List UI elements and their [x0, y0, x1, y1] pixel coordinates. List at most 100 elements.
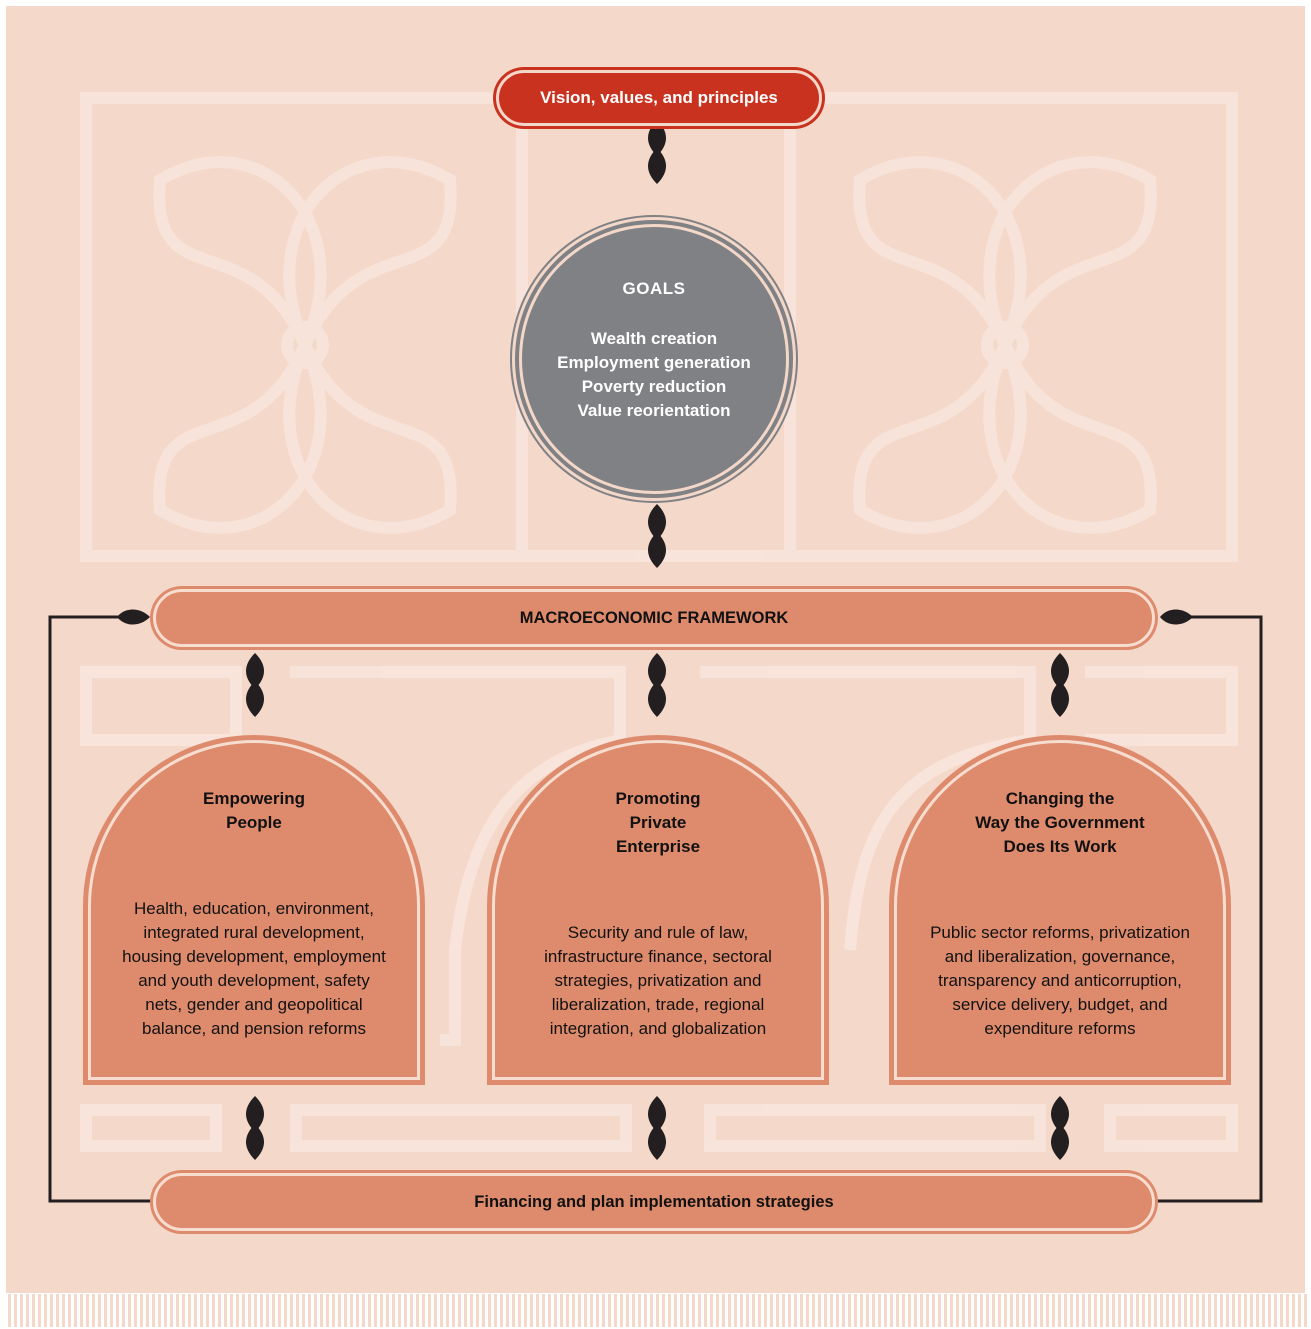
fringe-stripe: [1274, 1294, 1277, 1327]
fringe-stripe: [164, 1294, 167, 1327]
connector-leaf: [648, 653, 666, 689]
fringe-stripe: [1028, 1294, 1031, 1327]
fringe-stripe: [452, 1294, 455, 1327]
pillar-body-line: nets, gender and geopolitical: [145, 995, 363, 1014]
fringe-stripe: [182, 1294, 185, 1327]
fringe-stripe: [1082, 1294, 1085, 1327]
fringe-stripe: [998, 1294, 1001, 1327]
fringe-stripe: [398, 1294, 401, 1327]
fringe-stripe: [818, 1294, 821, 1327]
fringe-stripe: [986, 1294, 989, 1327]
fringe-stripe: [278, 1294, 281, 1327]
fringe-stripe: [1196, 1294, 1199, 1327]
fringe-stripe: [962, 1294, 965, 1327]
fringe-stripe: [938, 1294, 941, 1327]
fringe-stripe: [26, 1294, 29, 1327]
fringe-stripe: [920, 1294, 923, 1327]
fringe-stripe: [8, 1294, 11, 1327]
fringe-stripe: [536, 1294, 539, 1327]
fringe-stripe: [302, 1294, 305, 1327]
fringe-stripe: [1208, 1294, 1211, 1327]
fringe-stripe: [320, 1294, 323, 1327]
pillar-title-line: Private: [629, 813, 687, 832]
pillar-title-line: People: [226, 813, 282, 832]
fringe-stripe: [572, 1294, 575, 1327]
fringe-stripe: [1268, 1294, 1271, 1327]
fringe-stripe: [728, 1294, 731, 1327]
fringe-stripe: [1184, 1294, 1187, 1327]
fringe-stripe: [1016, 1294, 1019, 1327]
fringe-stripe: [350, 1294, 353, 1327]
connector-leaf: [1051, 681, 1069, 717]
connector-leaf: [246, 1096, 264, 1132]
vision-values-principles-box: Vision, values, and principles: [496, 70, 822, 126]
fringe-stripe: [218, 1294, 221, 1327]
fringe-stripe: [332, 1294, 335, 1327]
fringe-stripe: [308, 1294, 311, 1327]
pillar-body: Health, education, environment, integrat…: [103, 897, 405, 1041]
pillar-body-line: service delivery, budget, and: [952, 995, 1168, 1014]
pillar-body-line: Security and rule of law,: [567, 923, 749, 942]
fringe-stripe: [1172, 1294, 1175, 1327]
fringe-stripe: [110, 1294, 113, 1327]
fringe-stripe: [1148, 1294, 1151, 1327]
pillar-changing-government: Changing the Way the Government Does Its…: [894, 740, 1226, 1080]
fringe-stripe: [1232, 1294, 1235, 1327]
fringe-stripe: [626, 1294, 629, 1327]
connector-leaf: [648, 504, 666, 540]
vision-label: Vision, values, and principles: [540, 88, 778, 107]
fringe-stripe: [74, 1294, 77, 1327]
fringe-stripe: [248, 1294, 251, 1327]
fringe-stripe: [356, 1294, 359, 1327]
fringe-stripe: [458, 1294, 461, 1327]
fringe-stripe: [230, 1294, 233, 1327]
pillar-body: Public sector reforms, privatization and…: [909, 921, 1211, 1041]
fringe-stripe: [590, 1294, 593, 1327]
fringe-stripe: [794, 1294, 797, 1327]
fringe-stripe: [386, 1294, 389, 1327]
fringe-stripe: [524, 1294, 527, 1327]
fringe-stripe: [500, 1294, 503, 1327]
fringe-stripe: [158, 1294, 161, 1327]
goal-item: Wealth creation: [590, 329, 718, 348]
fringe-stripe: [1088, 1294, 1091, 1327]
fringe-stripe: [494, 1294, 497, 1327]
fringe-stripe: [146, 1294, 149, 1327]
fringe-stripe: [176, 1294, 179, 1327]
fringe-stripe: [1142, 1294, 1145, 1327]
fringe-stripe: [602, 1294, 605, 1327]
fringe-stripe: [926, 1294, 929, 1327]
fringe-stripe: [506, 1294, 509, 1327]
feedback-loop-lines: [48, 615, 1263, 1203]
fringe-stripe: [236, 1294, 239, 1327]
fringe-stripe: [1292, 1294, 1295, 1327]
fringe-stripe: [1178, 1294, 1181, 1327]
fringe-stripe: [770, 1294, 773, 1327]
fringe-stripe: [1112, 1294, 1115, 1327]
fringe-stripe: [764, 1294, 767, 1327]
fringe-stripe: [692, 1294, 695, 1327]
fringe-stripe: [836, 1294, 839, 1327]
fringe-stripe: [1124, 1294, 1127, 1327]
fringe-stripe: [824, 1294, 827, 1327]
fringe-stripe: [1022, 1294, 1025, 1327]
fringe-stripe: [368, 1294, 371, 1327]
fringe-stripe: [1076, 1294, 1079, 1327]
connector-leaf: [648, 532, 666, 568]
fringe-stripe: [902, 1294, 905, 1327]
connector-leaf: [1051, 1124, 1069, 1160]
fringe-stripe: [656, 1294, 659, 1327]
pillar-title-line: Changing the: [1005, 789, 1115, 808]
fringe-stripe: [194, 1294, 197, 1327]
fringe-stripe: [674, 1294, 677, 1327]
fringe-stripe: [284, 1294, 287, 1327]
fringe-stripe: [1166, 1294, 1169, 1327]
fringe-stripe: [410, 1294, 413, 1327]
fringe-stripe: [464, 1294, 467, 1327]
fringe-stripe: [188, 1294, 191, 1327]
fringe-stripe: [638, 1294, 641, 1327]
fringe-stripe: [374, 1294, 377, 1327]
financing-strategies-band: Financing and plan implementation strate…: [153, 1173, 1155, 1231]
fringe-stripe: [428, 1294, 431, 1327]
